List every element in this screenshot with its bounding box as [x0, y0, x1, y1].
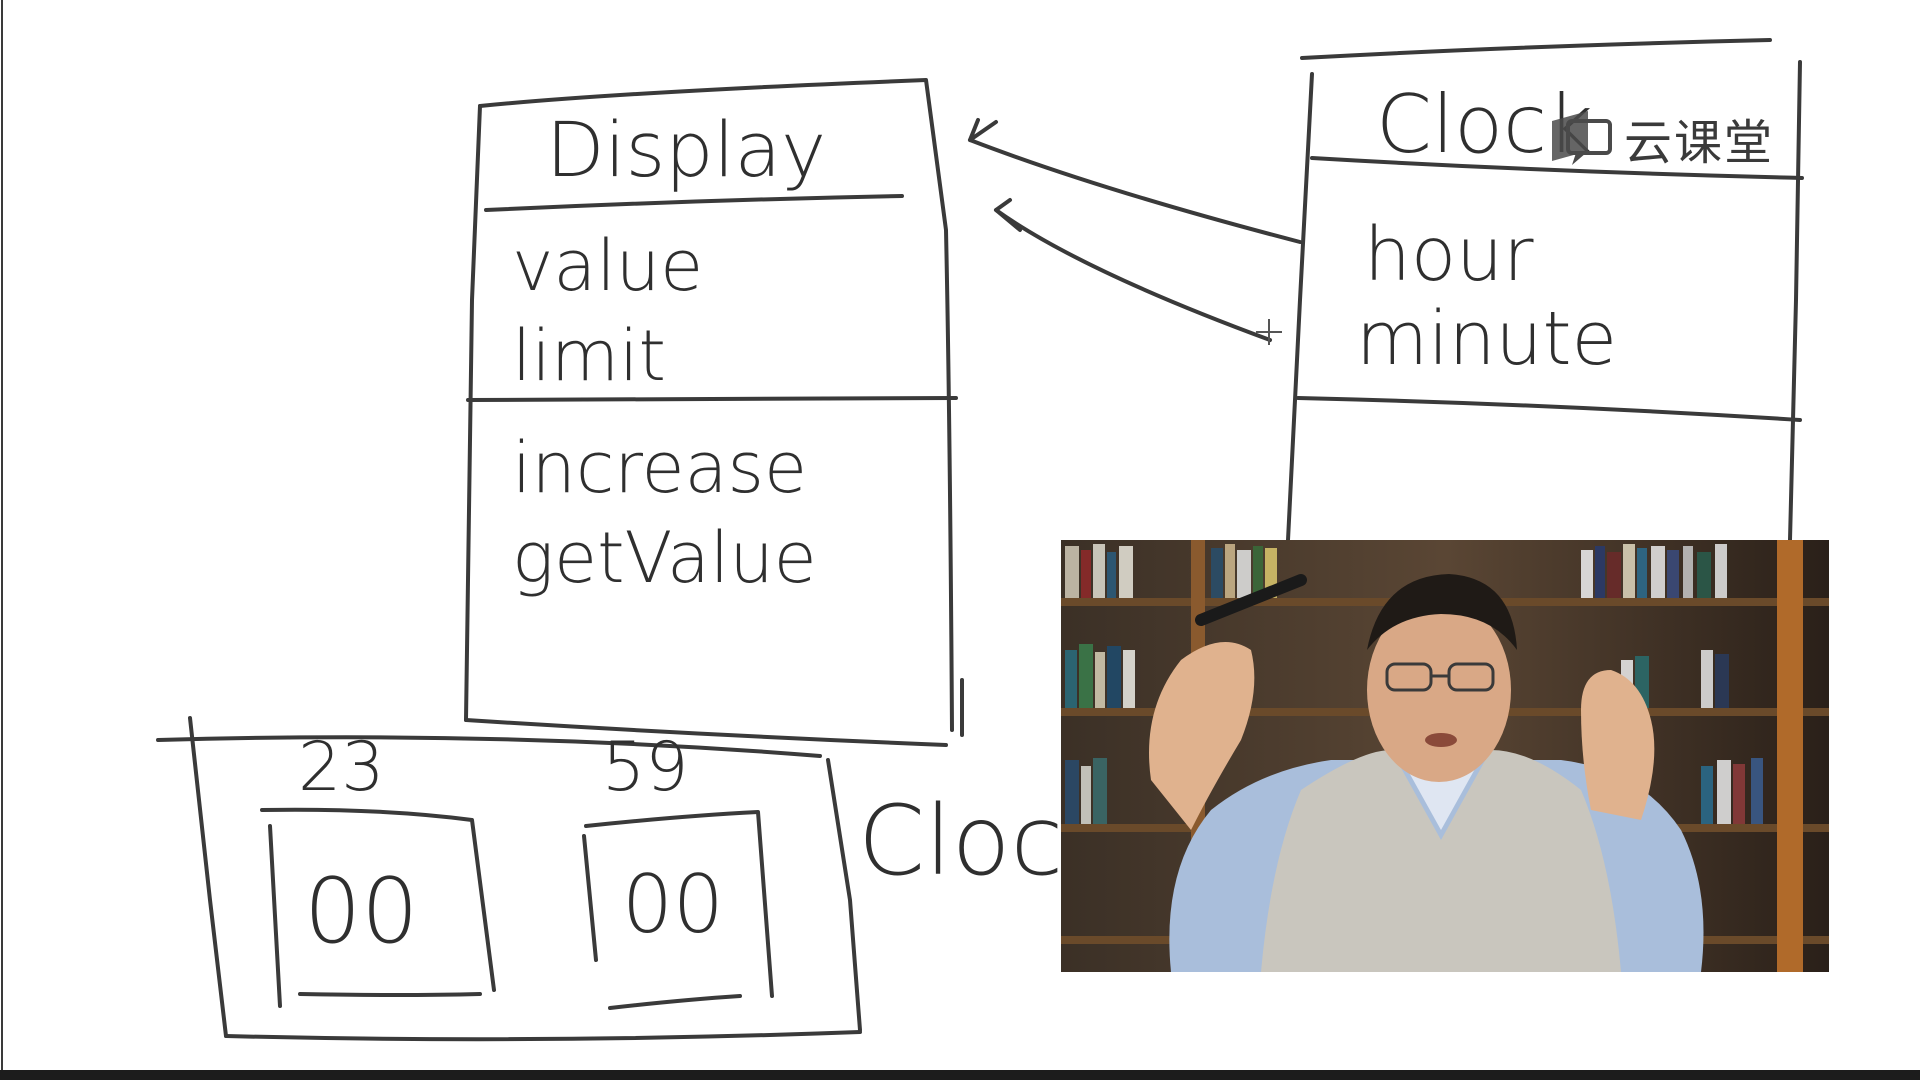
arrow-hour-to-display	[968, 138, 1302, 244]
clock-object-left	[188, 716, 228, 1038]
display-class-box: Display value limit increase getValue	[464, 78, 964, 747]
arrow-hour-head	[968, 118, 998, 142]
clock-box-right	[1788, 60, 1802, 542]
arrow-minute-head	[994, 198, 1022, 232]
minute-display-value: 00	[622, 858, 724, 951]
presenter-figure	[1149, 574, 1704, 972]
association-arrows	[968, 118, 1302, 342]
hour-display-box-bottom	[298, 992, 482, 997]
hour-display-box-top	[260, 807, 496, 992]
minute-limit-label: 59	[602, 728, 689, 807]
display-method-getvalue: getValue	[512, 517, 817, 599]
display-field-value: value	[512, 225, 703, 307]
clock-title-divider	[1310, 156, 1804, 180]
display-class-title: Display	[546, 105, 826, 194]
display-box-bottom	[464, 718, 948, 747]
clock-object-top	[156, 735, 822, 758]
display-box-top-right	[478, 78, 954, 732]
clock-box-left	[1286, 72, 1314, 542]
minute-display-box-bottom	[608, 994, 742, 1010]
bottom-edge-bar	[0, 1070, 1920, 1080]
clock-object-bottom	[224, 1030, 862, 1042]
clock-object-right	[826, 758, 862, 1032]
display-fields-divider	[466, 396, 958, 402]
display-field-limit: limit	[512, 315, 666, 397]
watermark-text: 云课堂	[1624, 115, 1775, 171]
cloud-classroom-logo-icon	[1552, 111, 1612, 165]
clock-box-top	[1300, 38, 1772, 60]
presenter-video-image	[1061, 540, 1829, 972]
hour-display-value: 00	[304, 859, 419, 964]
hour-display-box-left	[268, 824, 282, 1008]
hour-limit-label: 23	[298, 728, 385, 807]
arrow-minute-to-display	[994, 208, 1272, 342]
clock-field-hour: hour	[1364, 212, 1534, 298]
clock-fields-divider	[1296, 396, 1802, 422]
minute-display-box-left	[582, 834, 598, 962]
display-box-left	[464, 104, 482, 722]
presenter-video-feed	[1061, 540, 1829, 972]
crosshair-cursor-icon	[1256, 319, 1282, 345]
display-method-increase: increase	[512, 427, 807, 509]
clock-field-minute: minute	[1356, 296, 1617, 382]
minute-display-box-top	[584, 810, 774, 998]
clock-object-box: 23 59 00 00 Clock	[156, 716, 1119, 1042]
watermark: 云课堂	[1548, 106, 1775, 171]
display-title-divider	[484, 194, 904, 212]
